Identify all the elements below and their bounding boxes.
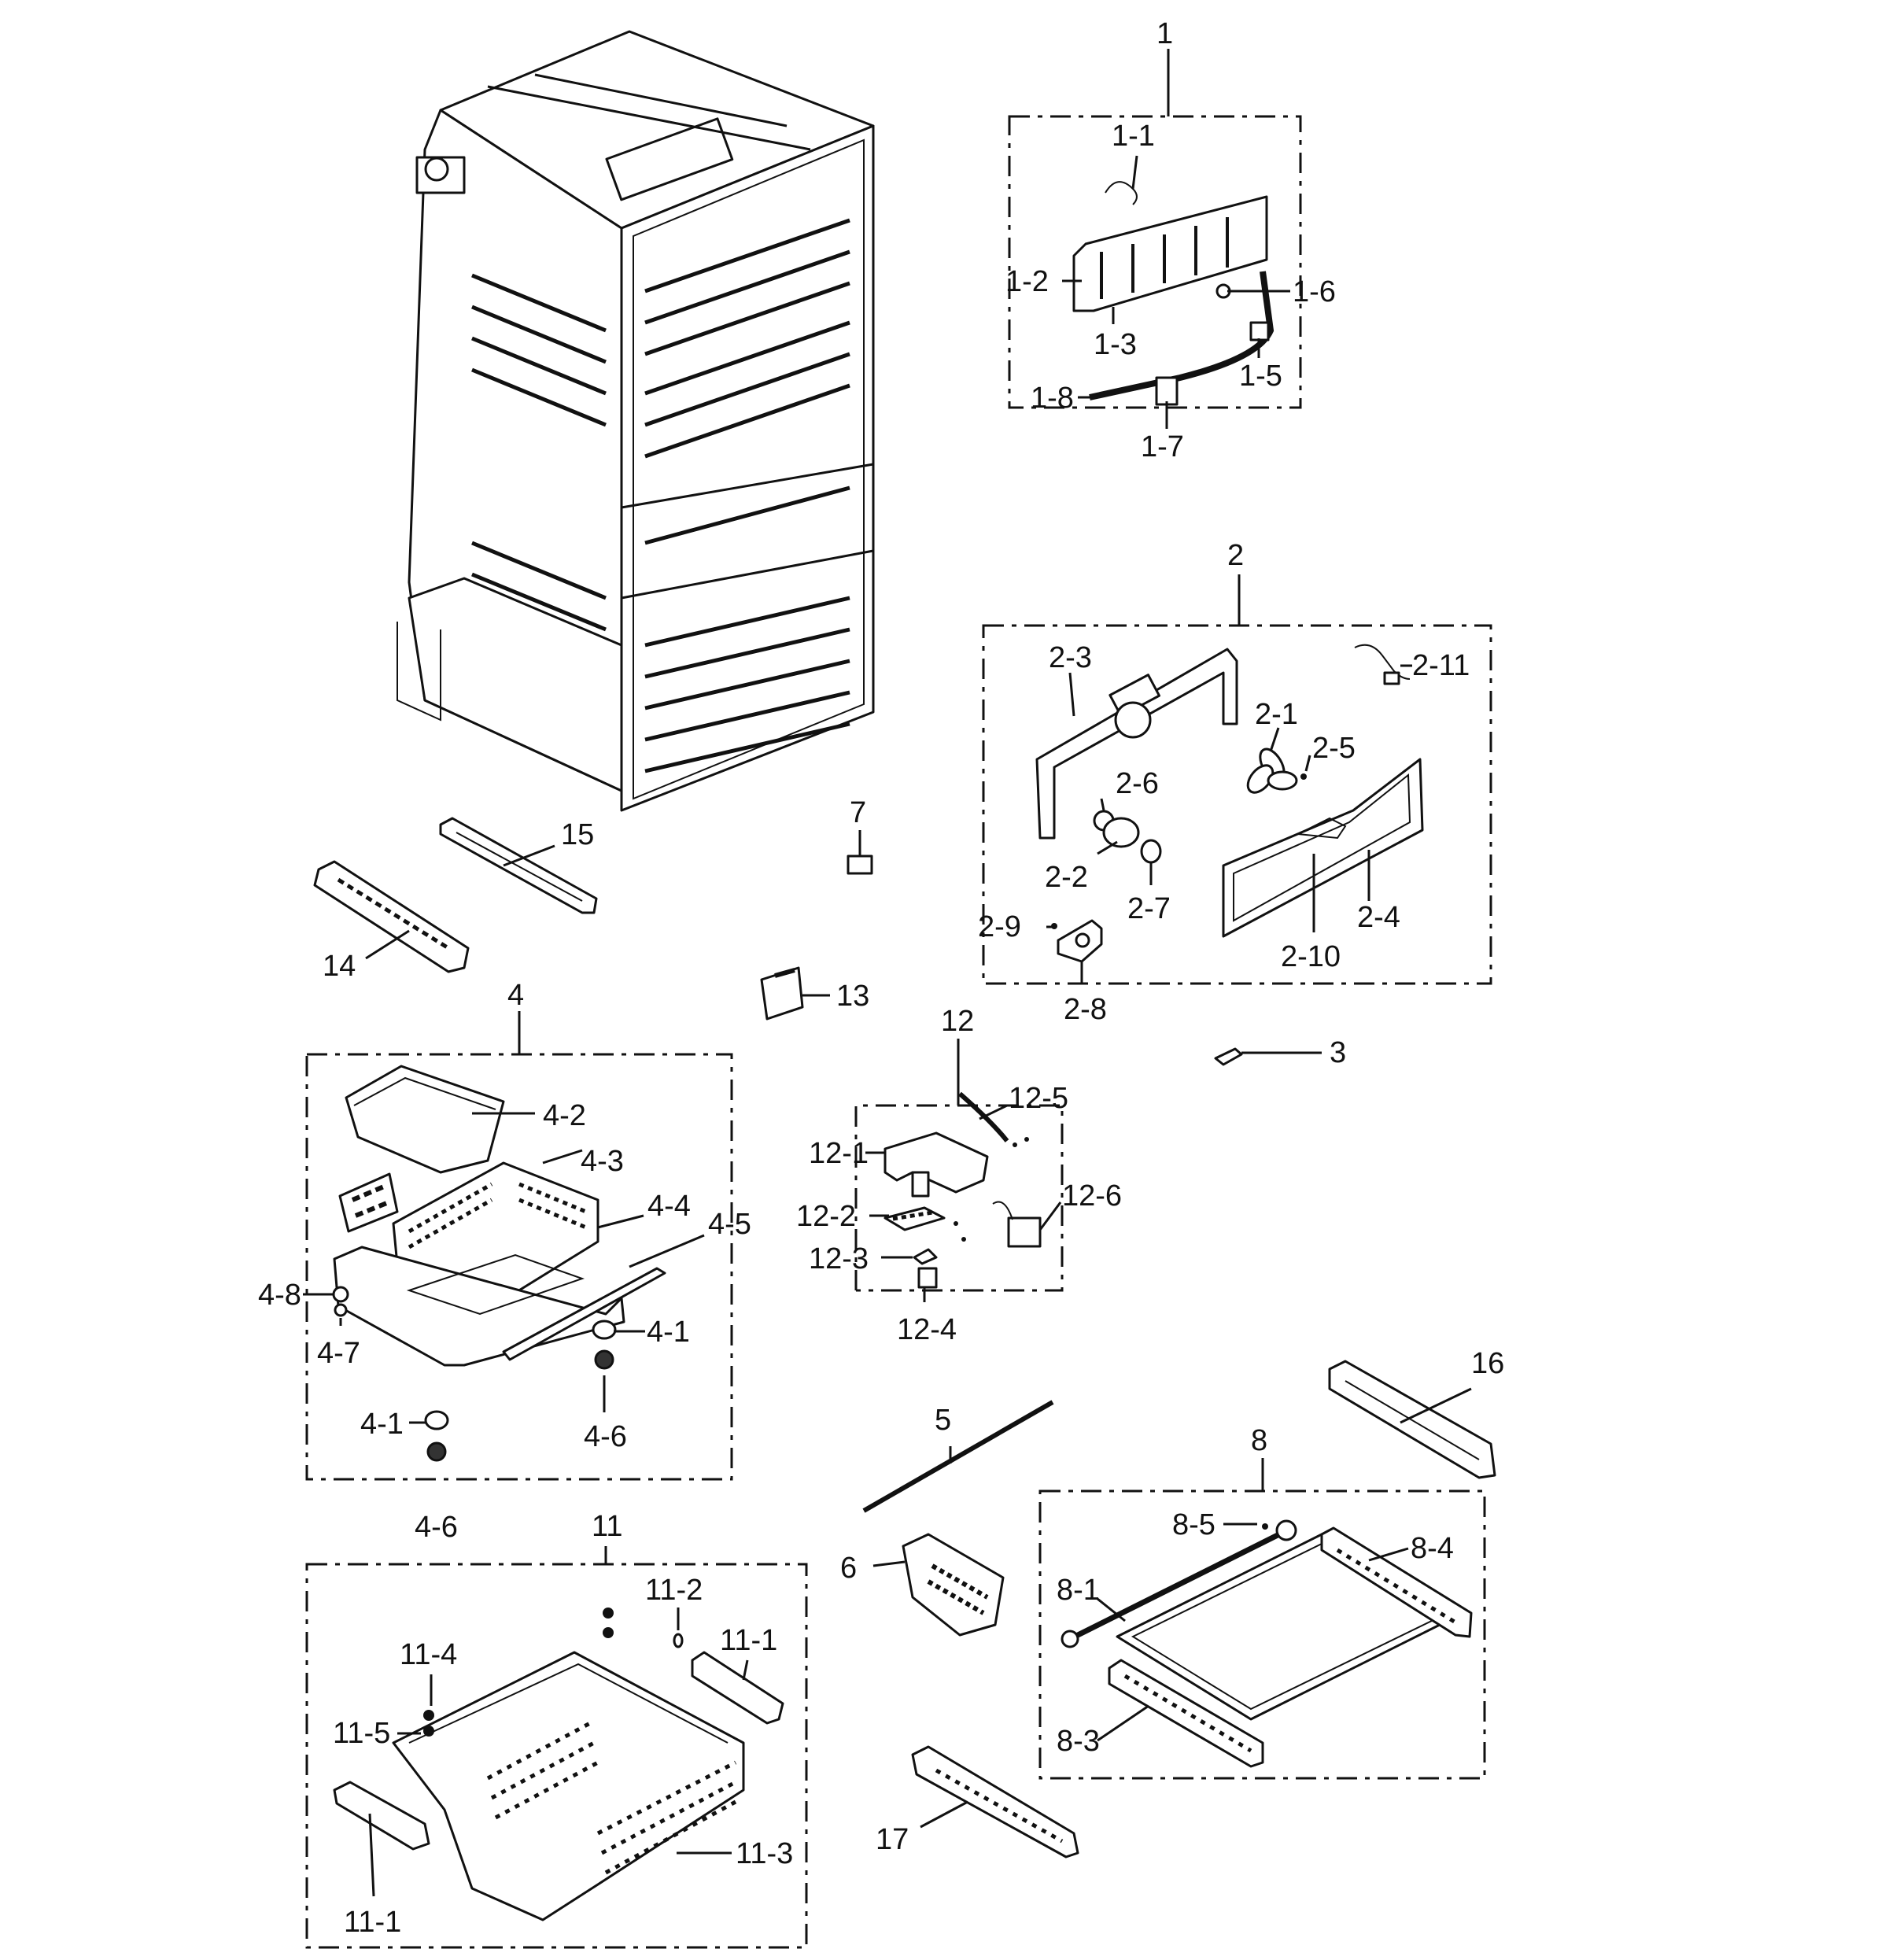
label-6: 6 — [840, 1552, 857, 1585]
label-4-8: 4-8 — [258, 1279, 301, 1312]
label-13: 13 — [836, 980, 869, 1013]
label-1-8: 1-8 — [1031, 382, 1074, 415]
label-2-6: 2-6 — [1116, 767, 1159, 800]
label-2-3: 2-3 — [1049, 641, 1092, 674]
label-8-5: 8-5 — [1172, 1508, 1215, 1541]
label-12-3: 12-3 — [809, 1242, 869, 1275]
rail-part-14: 14 — [313, 860, 470, 983]
label-2-4: 2-4 — [1357, 901, 1400, 934]
label-11-4: 11-4 — [400, 1638, 457, 1671]
label-8: 8 — [1251, 1424, 1267, 1457]
label-2-8: 2-8 — [1064, 993, 1107, 1026]
part-13: 13 — [760, 966, 869, 1021]
label-2-2: 2-2 — [1045, 861, 1088, 894]
label-4-5: 4-5 — [708, 1208, 751, 1241]
assembly-group-11: 11 11-2 11-1 11-4 11-5 11-3 11-1 — [305, 1510, 808, 1949]
part-5: 5 — [862, 1400, 1054, 1513]
basket-vents — [486, 1721, 737, 1875]
label-4-4: 4-4 — [647, 1190, 691, 1223]
label-4-7: 4-7 — [317, 1337, 360, 1370]
evaporator-fins — [1100, 217, 1229, 299]
label-4-1-right: 4-1 — [647, 1316, 690, 1349]
label-2-5: 2-5 — [1312, 732, 1356, 765]
label-15: 15 — [561, 818, 594, 851]
label-12-1: 12-1 — [809, 1137, 869, 1170]
label-1-6: 1-6 — [1293, 275, 1336, 308]
label-1-7: 1-7 — [1141, 430, 1184, 463]
label-8-4: 8-4 — [1411, 1532, 1454, 1565]
cabinet-ribs — [471, 73, 850, 773]
label-12-5: 12-5 — [1009, 1082, 1068, 1115]
label-5: 5 — [935, 1404, 951, 1437]
label-2-1: 2-1 — [1255, 698, 1298, 731]
label-8-3: 8-3 — [1057, 1725, 1100, 1758]
label-3: 3 — [1330, 1036, 1346, 1069]
label-11-5: 11-5 — [333, 1717, 390, 1750]
label-1-1: 1-1 — [1112, 120, 1155, 153]
label-12-6: 12-6 — [1062, 1179, 1122, 1213]
rail-part-15: 15 — [439, 817, 598, 914]
label-11-2: 11-2 — [645, 1574, 703, 1607]
rail-part-17: 17 — [876, 1745, 1079, 1858]
label-12-2: 12-2 — [796, 1200, 856, 1233]
label-17: 17 — [876, 1823, 909, 1856]
part-6: 6 — [840, 1533, 1005, 1637]
label-12-4: 12-4 — [897, 1313, 957, 1346]
label-1-2: 1-2 — [1005, 265, 1049, 298]
label-11: 11 — [592, 1510, 622, 1543]
label-4-1-left: 4-1 — [360, 1408, 404, 1441]
label-8-1: 8-1 — [1057, 1574, 1100, 1607]
label-7: 7 — [850, 796, 866, 829]
fan-blade-part — [1246, 747, 1298, 794]
label-14: 14 — [323, 950, 356, 983]
label-4: 4 — [507, 979, 524, 1012]
label-11-1-left: 11-1 — [344, 1906, 401, 1939]
label-2-9: 2-9 — [978, 910, 1021, 943]
part-3: 3 — [1214, 1036, 1346, 1069]
label-2-7: 2-7 — [1127, 892, 1171, 925]
assembly-group-8: 8 8-5 8-1 8-4 8-3 — [1038, 1424, 1486, 1780]
label-11-3: 11-3 — [736, 1837, 793, 1870]
part-7: 7 — [847, 796, 873, 875]
label-4-6-left: 4-6 — [415, 1511, 458, 1544]
label-4-3: 4-3 — [581, 1145, 624, 1178]
label-4-6-right: 4-6 — [584, 1420, 627, 1453]
assembly-group-2: 2 2-1 2-2 2-3 2-4 2-5 2-6 2-7 2-8 2-9 2-… — [978, 539, 1492, 1026]
rail-part-16: 16 — [1328, 1347, 1504, 1479]
refrigerator-cabinet — [397, 30, 875, 812]
drawer-vents — [408, 1182, 587, 1249]
assembly-group-12: 12 12-1 12-2 12-3 12-4 12-5 12-6 — [796, 1005, 1122, 1346]
label-1: 1 — [1156, 17, 1173, 50]
label-4-2: 4-2 — [543, 1099, 586, 1132]
label-12: 12 — [941, 1005, 974, 1038]
label-1-5: 1-5 — [1239, 360, 1282, 393]
assembly-group-1: 1 1-1 1-2 1-3 1-5 1-6 1-7 1-8 — [1005, 17, 1336, 463]
assembly-group-4: 4 4-2 4-3 4-4 4-5 4-8 4-7 4-1 4-6 4-1 4-… — [258, 979, 751, 1544]
label-2: 2 — [1227, 539, 1244, 572]
label-1-3: 1-3 — [1094, 328, 1137, 361]
label-11-1-right: 11-1 — [720, 1624, 777, 1657]
label-2-10: 2-10 — [1281, 940, 1341, 973]
label-16: 16 — [1471, 1347, 1504, 1380]
label-2-11: 2-11 — [1412, 649, 1470, 682]
